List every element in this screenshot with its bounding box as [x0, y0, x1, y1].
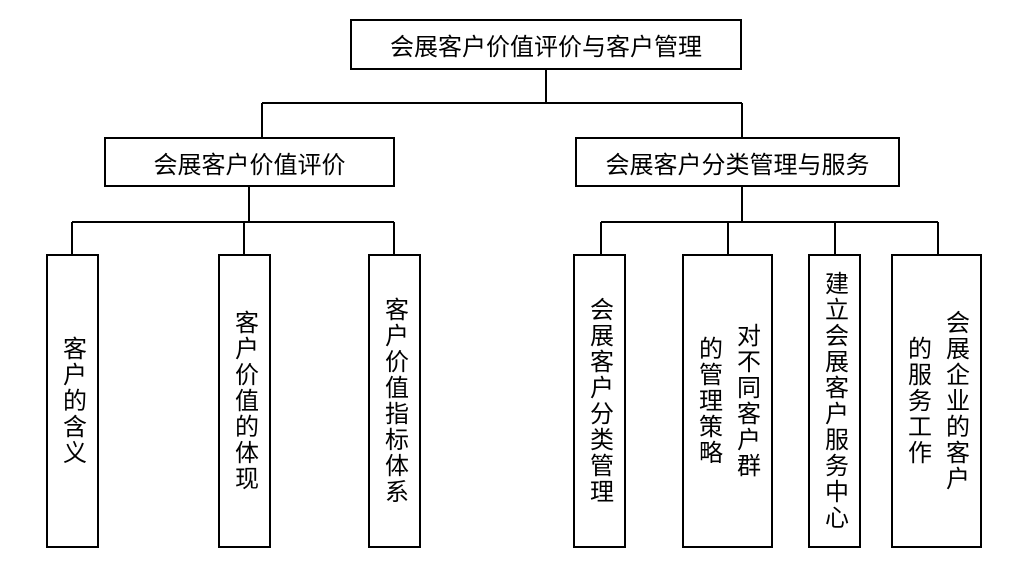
leaf-text: 客户的含义 [58, 336, 87, 466]
leaf-text: 客户价值指标体系 [380, 297, 409, 505]
branch-node-classification-service: 会展客户分类管理与服务 [575, 137, 900, 187]
leaf-text-line-1: 对不同客户群 [732, 323, 761, 479]
leaf-node-service-center: 建立会展客户服务中心 [808, 254, 861, 548]
leaf-node-enterprise-service-work: 会展企业的客户 的服务工作 [891, 254, 982, 548]
leaf-node-customer-meaning: 客户的含义 [46, 254, 99, 548]
root-node: 会展客户价值评价与客户管理 [350, 19, 742, 70]
leaf-node-value-manifestation: 客户价值的体现 [218, 254, 271, 548]
leaf-text: 会展客户分类管理 [585, 297, 614, 505]
leaf-text-line-2: 的管理策略 [694, 336, 723, 466]
leaf-node-group-strategy: 对不同客户群 的管理策略 [682, 254, 773, 548]
leaf-node-value-index-system: 客户价值指标体系 [368, 254, 421, 548]
leaf-text: 建立会展客户服务中心 [820, 271, 849, 531]
branch-node-value-evaluation: 会展客户价值评价 [104, 137, 395, 187]
branch-title: 会展客户价值评价 [153, 150, 346, 179]
leaf-node-classification-management: 会展客户分类管理 [573, 254, 626, 548]
root-title: 会展客户价值评价与客户管理 [390, 33, 702, 61]
branch-title: 会展客户分类管理与服务 [605, 150, 870, 179]
leaf-text-line-2: 的服务工作 [903, 336, 932, 466]
leaf-text-line-1: 会展企业的客户 [941, 310, 970, 492]
leaf-text: 客户价值的体现 [230, 310, 259, 492]
